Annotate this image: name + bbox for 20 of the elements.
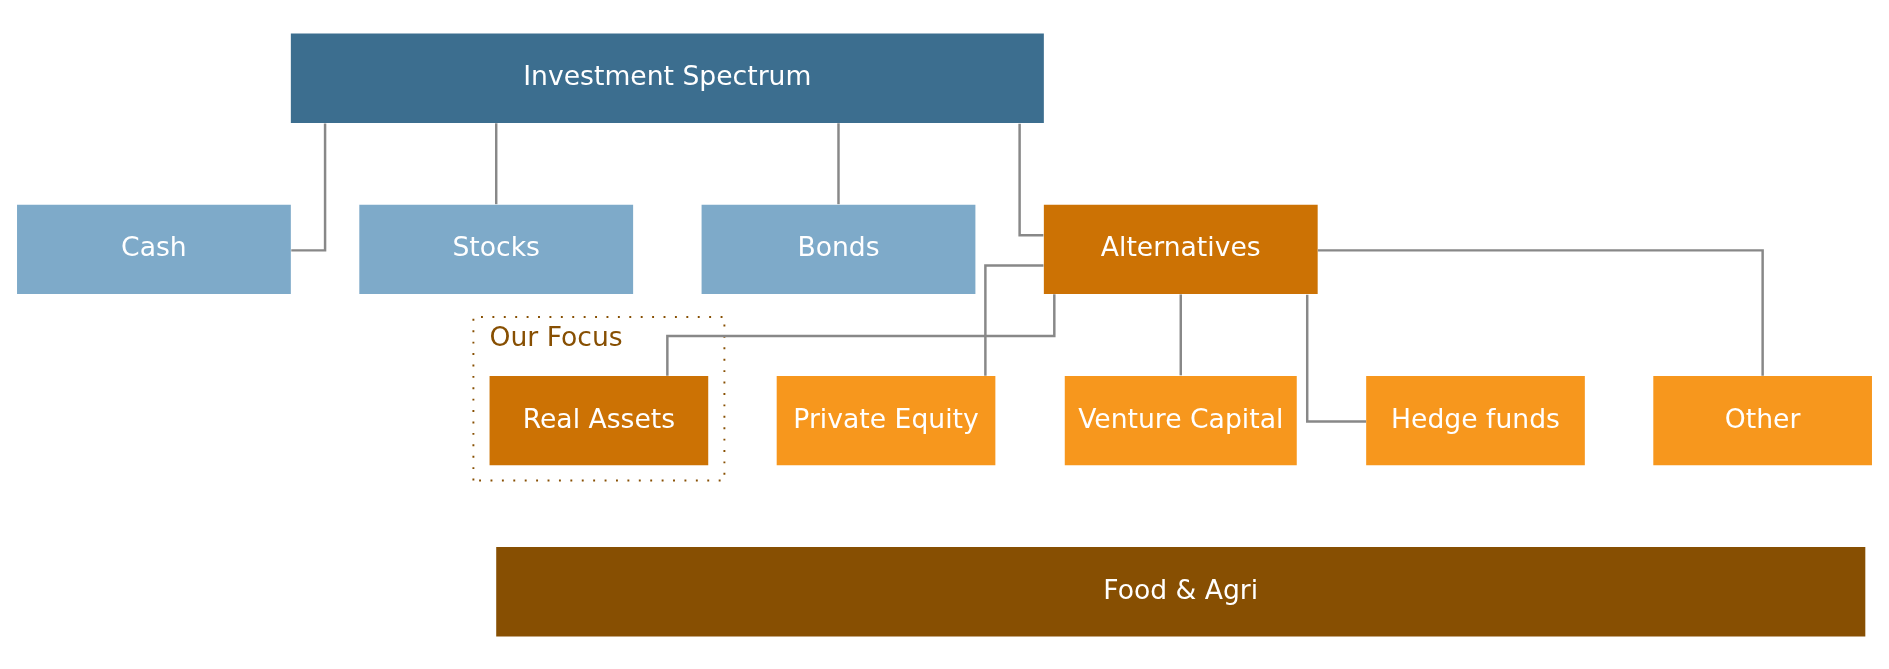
node-box: Private Equity (776, 375, 996, 465)
connector (837, 122, 840, 204)
connector (1317, 248, 1764, 376)
node-box: Stocks (359, 204, 634, 294)
connector (1018, 123, 1044, 236)
node-box: Hedge funds (1366, 375, 1585, 465)
node-box: Investment Spectrum (290, 33, 1044, 123)
node-box: Real Assets (489, 375, 709, 465)
connector (1306, 294, 1367, 423)
node-box: Food & Agri (496, 546, 1866, 636)
connector (1179, 293, 1182, 375)
connector (984, 263, 1044, 376)
connector (494, 122, 498, 204)
node-box: Cash (17, 204, 291, 294)
node-box: Other (1653, 375, 1872, 465)
connector (291, 123, 327, 252)
node-box: Alternatives (1043, 204, 1318, 294)
node-box: Venture Capital (1064, 375, 1297, 465)
connector (666, 293, 1056, 376)
node-box: Bonds (701, 204, 976, 294)
